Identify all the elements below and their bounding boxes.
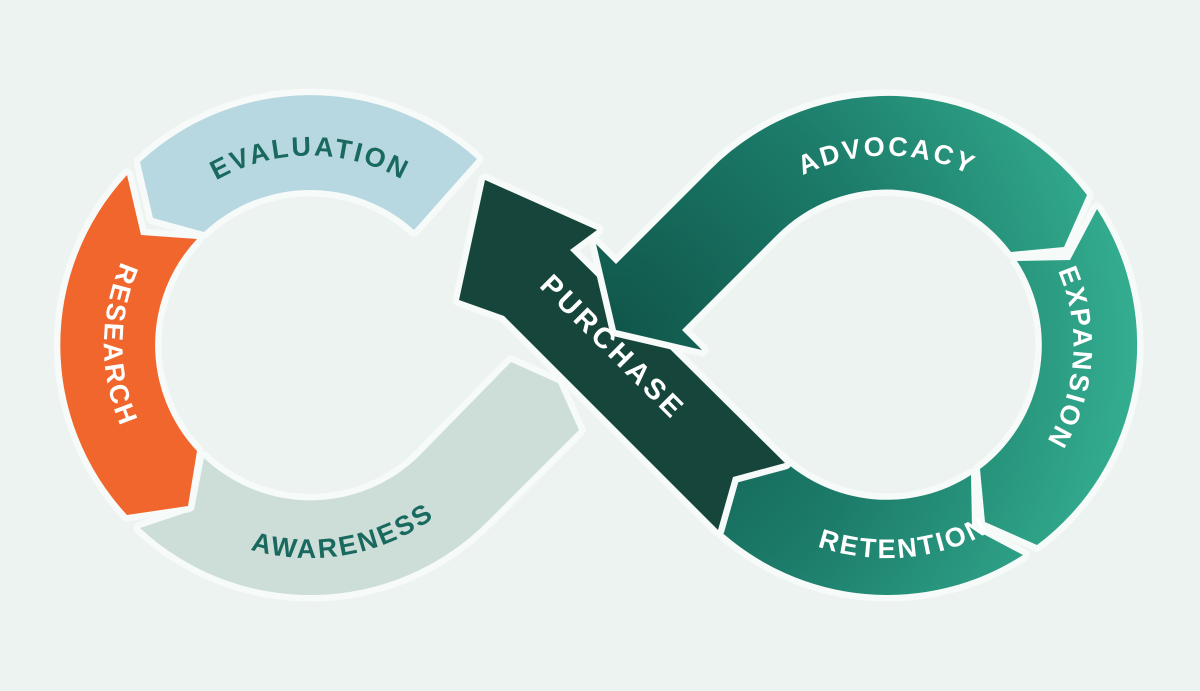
research-arc-segment [53, 168, 204, 522]
advocacy-arc-segment [589, 89, 1094, 357]
evaluation-arc-segment [133, 88, 484, 239]
awareness-arc-segment [133, 355, 586, 602]
purchase-arrow [452, 173, 792, 537]
expansion-arc-segment [973, 202, 1144, 552]
